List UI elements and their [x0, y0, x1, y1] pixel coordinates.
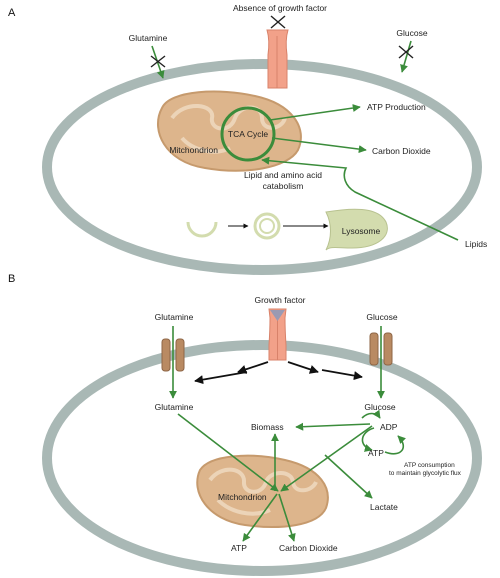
- signal-arrow-right: [287, 361, 319, 374]
- inhibit-mark-growth-factor: [270, 15, 286, 29]
- tca-cycle-ring: [220, 106, 276, 162]
- mitochondrion-a: [157, 90, 302, 172]
- glucose-outside-label: Glucose: [366, 312, 397, 322]
- glucose-arrow-a: [400, 40, 412, 73]
- carbon-dioxide-label-a: Carbon Dioxide: [372, 146, 431, 156]
- atp-consumption-arc: [384, 435, 406, 455]
- glutamine-inside-label: Glutamine: [155, 402, 194, 412]
- inhibit-mark-glucose: [398, 45, 414, 59]
- mito-to-co2-arrow: [278, 493, 296, 542]
- adp-arrow-arc: [361, 409, 381, 419]
- lipids-arrow: [261, 156, 459, 241]
- growth-factor-label: Growth factor: [254, 295, 305, 305]
- carbon-dioxide-arrow-a: [271, 137, 367, 154]
- lipids-label: Lipids: [465, 239, 487, 249]
- glutamine-outside-label: Glutamine: [155, 312, 194, 322]
- glucose-inside-label: Glucose: [364, 402, 395, 412]
- signal-arrow-glucose: [321, 369, 363, 381]
- catabolism-label-line2: catabolism: [263, 181, 304, 191]
- mitochondrion-label-a: Mitchondrion: [169, 145, 218, 155]
- receptor-a: [266, 29, 289, 89]
- carbon-dioxide-label-b: Carbon Dioxide: [279, 543, 338, 553]
- atp-cycle-label: ATP: [368, 448, 384, 458]
- biomass-label: Biomass: [251, 422, 284, 432]
- atp-production-label: ATP Production: [367, 102, 426, 112]
- inhibit-mark-glutamine: [150, 55, 166, 68]
- glucose-label-a: Glucose: [396, 28, 427, 38]
- lysosome-shape: [325, 208, 388, 251]
- autophagosome-shape: [253, 212, 281, 240]
- atp-consumption-label-line1: ATP consumption: [404, 462, 455, 469]
- lactate-label: Lactate: [370, 502, 398, 512]
- tca-cycle-label: TCA Cycle: [228, 129, 268, 139]
- lysosome-label: Lysosome: [342, 226, 381, 236]
- adp-label: ADP: [380, 422, 398, 432]
- phagophore-shape: [186, 221, 218, 238]
- glucose-to-lactate-arrow: [324, 454, 373, 499]
- catabolism-label-line1: Lipid and amino acid: [244, 170, 322, 180]
- mitochondrion-b: [196, 454, 329, 528]
- glucose-transporter: [369, 332, 393, 366]
- growth-factor-ligand: [270, 310, 285, 321]
- panel-a-label: A: [8, 7, 16, 19]
- atp-production-arrow: [269, 104, 361, 121]
- mitochondrion-label-b: Mitchondrion: [218, 492, 267, 502]
- glucose-to-biomass-arrow: [295, 422, 371, 431]
- absence-growth-factor-label: Absence of growth factor: [233, 3, 327, 13]
- signal-arrow-left: [237, 361, 269, 374]
- atp-consumption-label-line2: to maintain glycolytic flux: [389, 470, 462, 477]
- glutamine-label-a: Glutamine: [129, 33, 168, 43]
- glutamine-to-mito-arrow: [177, 413, 279, 492]
- glucose-to-mito-arrow: [280, 425, 373, 492]
- panel-b-label: B: [8, 273, 15, 285]
- atp-label-b: ATP: [231, 543, 247, 553]
- adp-atp-cycle-arc: [361, 427, 375, 452]
- mito-to-atp-arrow: [242, 493, 278, 542]
- glutamine-transporter: [161, 338, 185, 372]
- receptor-b: [268, 308, 287, 361]
- autophagosome-inner: [259, 218, 275, 234]
